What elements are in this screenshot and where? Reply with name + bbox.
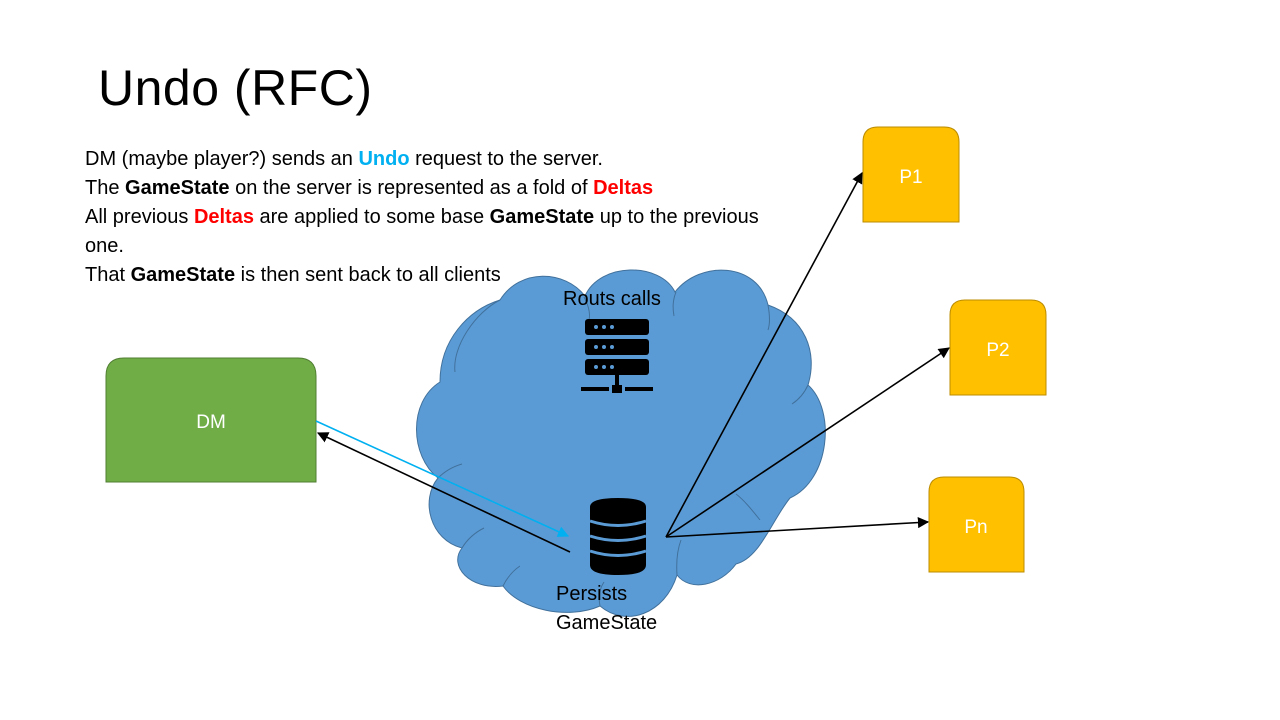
dm-node: DM [105,357,317,483]
gamestate-response-arrow-dm [316,432,571,553]
body-line-3-text-c: up to the previous [594,206,759,228]
undo-keyword: Undo [358,148,410,170]
server-cloud [416,269,826,617]
body-line-1-text-b: request to the server. [409,148,603,170]
player-node-pn: Pn [928,476,1025,573]
undo-request-arrow [315,420,570,537]
player-node-p1: P1 [862,126,960,223]
player-node-p1-label: P1 [899,167,922,188]
cloud-inner-contour [437,291,809,607]
gamestate-response-arrow-pn [665,516,930,538]
body-line-3: All previous Deltas are applied to some … [85,203,835,232]
body-line-4: one. [85,232,835,261]
deltas-keyword: Deltas [193,206,254,228]
body-line-3-text-b: are applied to some base [253,206,490,228]
gamestate-keyword: GameState [489,206,595,228]
gamestate-keyword: GameState [125,177,230,199]
cloud-bottom-label-line-2: GameState [556,612,657,634]
gamestate-response-arrow-p2 [665,347,950,538]
body-line-5-text-b: is then sent back to all clients [235,264,501,286]
player-node-p2-label: P2 [986,340,1009,361]
gamestate-keyword: GameState [130,264,236,286]
body-line-5-text-a: That [85,264,131,286]
slide-title: Undo (RFC) [98,60,373,116]
cloud-bottom-label-line-1: Persists [556,583,627,605]
body-line-2: The GameState on the server is represent… [85,174,835,203]
body-line-2-text-a: The [85,177,126,199]
body-line-2-text-b: on the server is represented as a fold o… [229,177,594,199]
deltas-keyword: Deltas [593,177,654,199]
server-cloud-shape [416,269,826,617]
body-line-1-text-a: DM (maybe player?) sends an [85,148,359,170]
database-icon [589,498,647,575]
slide-body: DM (maybe player?) sends an Undo request… [85,145,835,290]
body-line-1: DM (maybe player?) sends an Undo request… [85,145,835,174]
dm-node-label: DM [196,412,226,433]
gamestate-response-arrow-p1 [665,172,863,538]
cloud-top-label: Routs calls [563,288,661,310]
server-rack-icon [581,319,653,393]
player-node-pn-label: Pn [964,517,987,538]
body-line-5: That GameState is then sent back to all … [85,261,835,290]
player-node-p2: P2 [949,299,1047,396]
body-line-3-text-a: All previous [85,206,194,228]
body-line-4-text-a: one. [85,235,124,257]
